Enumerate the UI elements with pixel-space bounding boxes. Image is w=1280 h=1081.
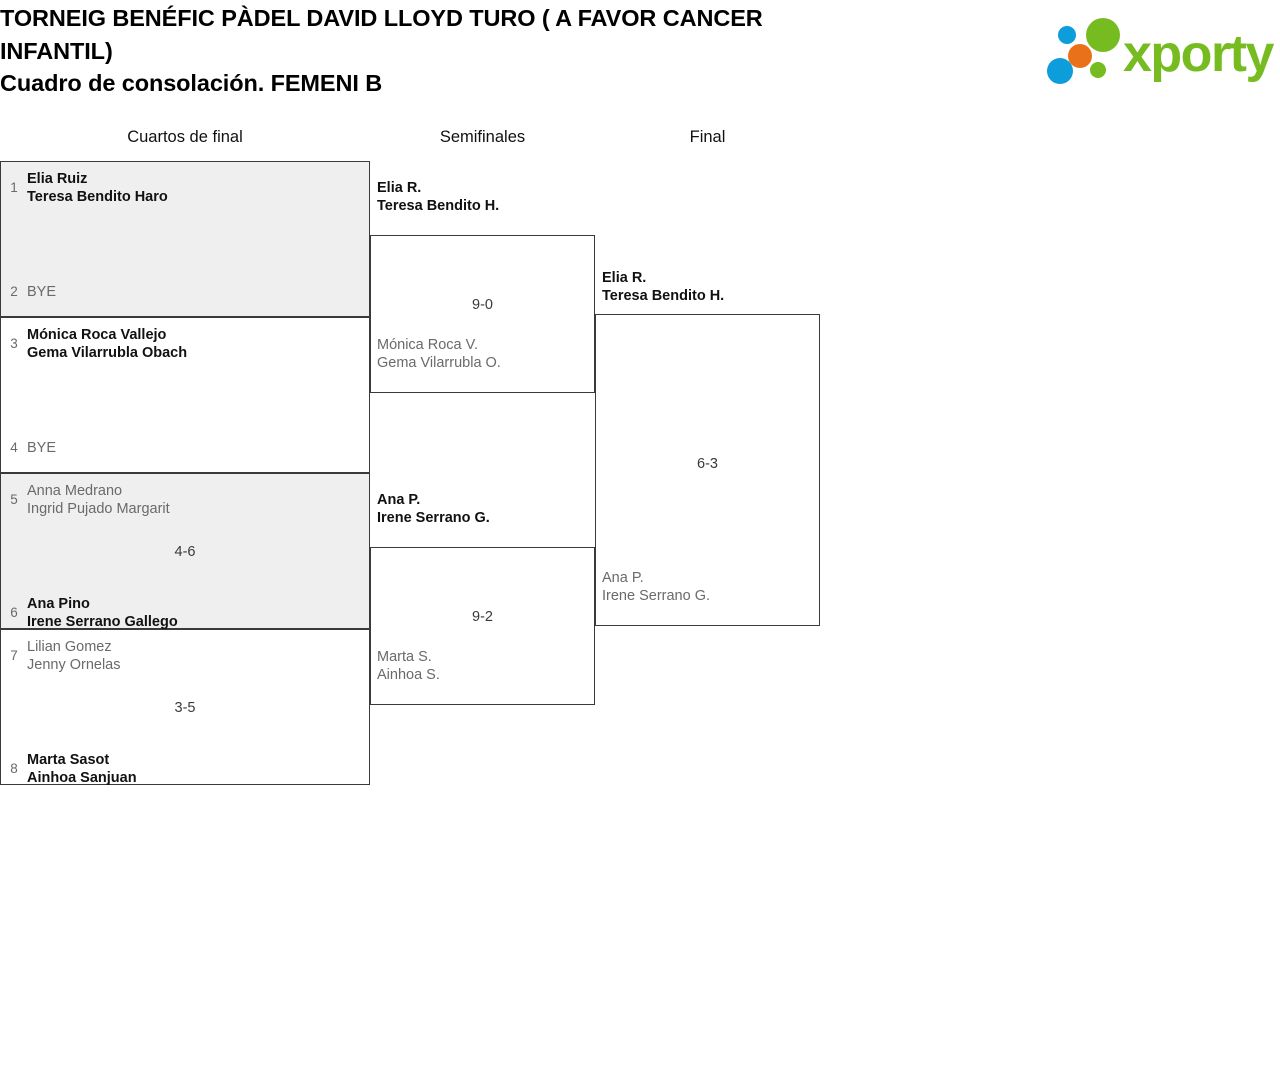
match-quarterfinal-4[interactable]: 7 Lilian Gomez Jenny Ornelas 3-5 8 Marta… [0,629,370,787]
team-name: Mónica Roca Vallejo Gema Vilarrubla Obac… [27,327,188,361]
match-slot-bottom[interactable]: 4 BYE [1,439,369,457]
tournament-title-block: TORNEIG BENÉFIC PÀDEL DAVID LLOYD TURO (… [0,2,940,100]
match-score: 4-6 [174,544,196,560]
match-quarterfinal-3[interactable]: 5 Anna Medrano Ingrid Pujado Margarit 4-… [0,473,370,631]
seed-number: 7 [10,648,18,663]
match-semifinal-1[interactable]: 9-0 [370,235,595,393]
logo-wordmark: xporty [1123,25,1274,83]
round-header-semifinals: Semifinales [439,128,526,146]
team-name: Ana Pino Irene Serrano Gallego [27,596,178,630]
match-slot-bottom[interactable]: 6 Ana Pino Irene Serrano Gallego [1,595,369,631]
xporty-logo: xporty [1040,18,1280,90]
seed-number: 4 [10,440,18,455]
round-header-quarterfinals: Cuartos de final [127,128,243,146]
team-name: Elia Ruiz Teresa Bendito Haro [27,171,168,205]
seed-number: 8 [10,761,18,776]
match-slot-top[interactable]: 5 Anna Medrano Ingrid Pujado Margarit [1,482,369,518]
match-score: 9-0 [472,297,493,313]
match-final[interactable]: 6-3 [595,314,820,626]
seed-number: 2 [10,284,18,299]
team-name: Anna Medrano Ingrid Pujado Margarit [27,483,170,517]
match-slot-top[interactable]: 7 Lilian Gomez Jenny Ornelas [1,638,369,674]
tournament-title-line-2: INFANTIL) [0,37,113,64]
match-slot-bottom[interactable]: 8 Marta Sasot Ainhoa Sanjuan [1,751,369,787]
round-header-final: Final [689,128,726,146]
tournament-bracket: Cuartos de final Semifinales Final 1 Eli… [0,112,1280,812]
seed-number: 5 [10,492,18,507]
seed-number: 1 [10,180,18,195]
team-name: Lilian Gomez Jenny Ornelas [27,639,121,673]
match-slot-bottom[interactable]: 2 BYE [1,283,369,301]
semifinal-1-bottom-team: Mónica Roca V. Gema Vilarrubla O. [377,337,501,371]
match-score: 6-3 [697,456,718,472]
final-bottom-team: Ana P. Irene Serrano G. [602,570,710,604]
semifinal-2-top-team: Ana P. Irene Serrano G. [377,492,490,526]
team-name: BYE [27,440,57,456]
match-slot-top[interactable]: 1 Elia Ruiz Teresa Bendito Haro [1,170,369,206]
bracket-subtitle: Cuadro de consolación. FEMENI B [0,70,383,96]
team-name: BYE [27,284,57,300]
seed-number: 6 [10,605,18,620]
match-score: 9-2 [472,609,493,625]
semifinal-2-bottom-team: Marta S. Ainhoa S. [377,649,440,683]
seed-number: 3 [10,336,18,351]
team-name: Marta Sasot Ainhoa Sanjuan [27,752,137,786]
match-score: 3-5 [174,700,196,716]
page-header: TORNEIG BENÉFIC PÀDEL DAVID LLOYD TURO (… [0,0,1280,112]
tournament-title-line-1: TORNEIG BENÉFIC PÀDEL DAVID LLOYD TURO (… [0,5,763,31]
match-quarterfinal-1[interactable]: 1 Elia Ruiz Teresa Bendito Haro 2 BYE [0,161,370,317]
final-top-team: Elia R. Teresa Bendito H. [602,270,725,304]
semifinal-1-top-team: Elia R. Teresa Bendito H. [377,180,500,214]
match-semifinal-2[interactable]: 9-2 [370,547,595,705]
logo-dots-icon [1040,18,1132,90]
match-quarterfinal-2[interactable]: 3 Mónica Roca Vallejo Gema Vilarrubla Ob… [0,317,370,473]
match-slot-top[interactable]: 3 Mónica Roca Vallejo Gema Vilarrubla Ob… [1,326,369,362]
